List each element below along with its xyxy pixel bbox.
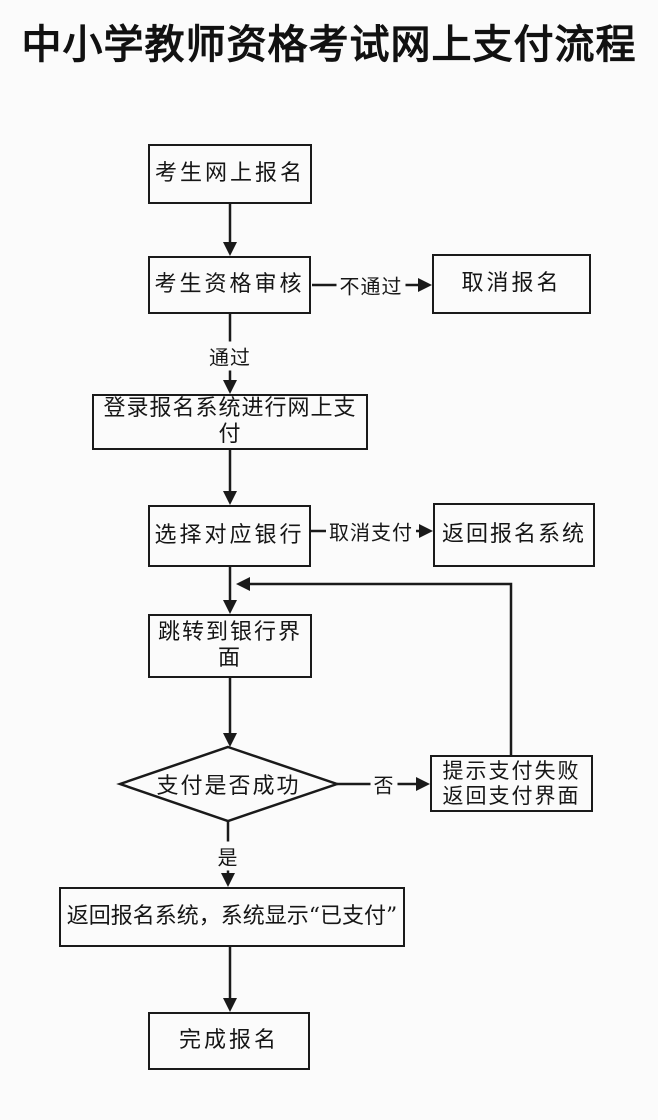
node-payment-success-decision: 支付是否成功 — [156, 774, 301, 799]
edge-label-no: 否 — [370, 769, 398, 799]
arrowhead-fail-feedback — [236, 577, 250, 591]
edge-label-yes: 是 — [214, 841, 242, 871]
edge-label-cancel-payment: 取消支付 — [326, 516, 416, 546]
edge-label-not-passed: 不通过 — [336, 270, 406, 300]
node-select-bank: 选择对应银行 — [148, 505, 311, 567]
arrowhead-select-return — [419, 524, 433, 538]
arrowhead-review-cancel — [418, 278, 432, 292]
node-qualification-review: 考生资格审核 — [148, 256, 311, 314]
payment-failed-line1: 提示支付失败 — [442, 758, 581, 783]
node-login-pay-online: 登录报名系统进行网上支付 — [92, 394, 368, 450]
node-system-shows-paid: 返回报名系统，系统显示“已支付” — [59, 887, 405, 947]
node-jump-to-bank-page: 跳转到银行界面 — [148, 614, 312, 678]
edge-label-passed: 通过 — [206, 341, 254, 371]
node-candidate-online-registration: 考生网上报名 — [148, 144, 312, 204]
arrowhead-select-jump — [223, 600, 237, 614]
arrowhead-review-login — [223, 380, 237, 394]
arrowhead-login-select — [223, 491, 237, 505]
node-return-registration-system: 返回报名系统 — [433, 503, 595, 567]
arrowhead-decision-paid — [221, 873, 235, 887]
node-payment-failed-return: 提示支付失败 返回支付界面 — [430, 755, 593, 812]
payment-failed-line2: 返回支付界面 — [442, 783, 581, 808]
arrowhead-paid-done — [223, 998, 237, 1012]
node-cancel-registration: 取消报名 — [432, 254, 591, 314]
arrowhead-decision-fail — [416, 777, 430, 791]
arrowhead-register-review — [223, 242, 237, 256]
node-registration-complete: 完成报名 — [148, 1012, 310, 1070]
edge-fail-feedback — [240, 582, 513, 755]
page-title: 中小学教师资格考试网上支付流程 — [21, 21, 637, 68]
arrowhead-jump-decision — [223, 733, 237, 747]
